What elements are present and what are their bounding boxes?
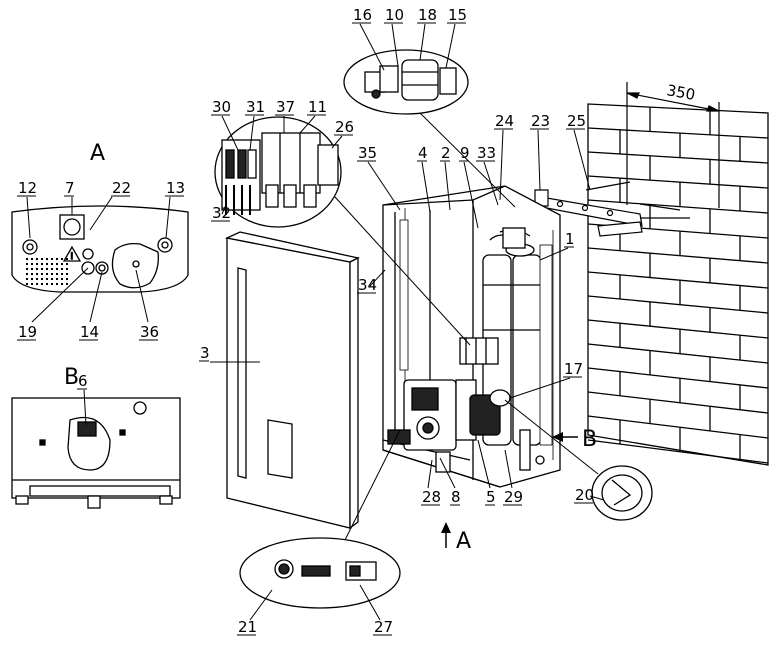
leader-n8 xyxy=(439,457,456,489)
leader-n30 xyxy=(221,115,239,151)
leader-n13 xyxy=(165,196,171,239)
view-b-title: B xyxy=(64,365,79,390)
callout-n29: 29 xyxy=(504,488,523,506)
callout-n4: 4 xyxy=(418,144,428,162)
callout-n16: 16 xyxy=(353,6,372,24)
callout-n15: 15 xyxy=(448,6,467,24)
leader-n18 xyxy=(419,23,426,61)
callout-n10: 10 xyxy=(385,6,404,24)
callout-n9: 9 xyxy=(460,144,470,162)
callout-n26: 26 xyxy=(335,118,354,136)
callout-n25: 25 xyxy=(567,112,586,130)
leader-n29 xyxy=(504,449,513,489)
dimension-350 xyxy=(626,82,720,208)
leader-n1 xyxy=(539,247,569,261)
callout-n1: 1 xyxy=(565,230,575,248)
leader-n6 xyxy=(83,389,87,426)
leader-n31 xyxy=(249,115,255,151)
callout-n18: 18 xyxy=(418,6,437,24)
callout-n14: 14 xyxy=(80,323,99,341)
callout-n11: 11 xyxy=(308,98,327,116)
callout-n37: 37 xyxy=(276,98,295,116)
callout-n33: 33 xyxy=(477,144,496,162)
callout-n21: 21 xyxy=(238,618,257,636)
view-a-bottom-panel: ! xyxy=(11,205,189,293)
callout-n19: 19 xyxy=(18,323,37,341)
leader-n34 xyxy=(369,269,386,287)
leader-n20 xyxy=(589,495,605,501)
callout-n8: 8 xyxy=(451,488,461,506)
leader-n32 xyxy=(221,204,227,215)
leader-n12 xyxy=(26,196,31,239)
leader-n22 xyxy=(89,196,113,231)
callout-n2: 2 xyxy=(441,144,451,162)
leader-n16 xyxy=(359,23,385,71)
callout-n17: 17 xyxy=(564,360,583,378)
leader-n4 xyxy=(421,161,431,213)
arrow-b-label: B xyxy=(582,427,597,452)
brick-wall xyxy=(587,103,769,466)
callout-n3: 3 xyxy=(200,344,210,362)
leader-n36 xyxy=(135,269,149,323)
leader-n10 xyxy=(391,23,399,67)
callout-n5: 5 xyxy=(486,488,496,506)
callout-n36: 36 xyxy=(140,323,159,341)
arrow-a-label: A xyxy=(456,529,471,554)
view-a-title: A xyxy=(90,141,105,166)
view-b-bottom-view xyxy=(11,397,181,509)
callout-n7: 7 xyxy=(65,179,75,197)
leader-n11 xyxy=(299,115,316,134)
callout-n34: 34 xyxy=(358,276,377,294)
callout-n23: 23 xyxy=(531,112,550,130)
callout-n35: 35 xyxy=(358,144,377,162)
arrow-a xyxy=(441,522,451,548)
leader-n21 xyxy=(249,589,273,621)
leader-n28 xyxy=(427,459,433,489)
leader-n15 xyxy=(445,23,456,69)
callout-n31: 31 xyxy=(246,98,265,116)
callout-n6: 6 xyxy=(78,372,88,390)
leader-n25 xyxy=(573,129,591,191)
leader-n26 xyxy=(331,135,343,149)
leader-n9 xyxy=(463,161,479,229)
detail-round-plug xyxy=(504,399,653,521)
detail-top-heater-connections xyxy=(343,49,516,208)
svg-text:!: ! xyxy=(70,252,74,262)
leader-n33 xyxy=(483,161,499,206)
callout-n32: 32 xyxy=(212,204,231,222)
leader-n2 xyxy=(444,161,451,211)
callout-n13: 13 xyxy=(166,179,185,197)
leader-n14 xyxy=(89,271,103,323)
leader-n27 xyxy=(359,584,381,621)
leader-n24 xyxy=(499,129,504,201)
main-housing xyxy=(382,185,561,488)
leader-n5 xyxy=(477,439,491,489)
callout-n22: 22 xyxy=(112,179,131,197)
callout-n28: 28 xyxy=(422,488,441,506)
dimension-label: 350 xyxy=(665,81,696,104)
leader-n19 xyxy=(31,267,89,323)
detail-bottom-switch xyxy=(239,429,401,609)
callout-n24: 24 xyxy=(495,112,514,130)
arrow-b xyxy=(552,432,578,442)
leader-n17 xyxy=(509,377,571,399)
leader-n35 xyxy=(367,161,401,211)
leader-n23 xyxy=(537,129,541,191)
callout-n27: 27 xyxy=(374,618,393,636)
callout-n20: 20 xyxy=(575,486,594,504)
front-cover xyxy=(224,231,360,530)
callout-n30: 30 xyxy=(212,98,231,116)
callout-n12: 12 xyxy=(18,179,37,197)
leader-lines xyxy=(26,23,605,621)
detail-electrical-terminals xyxy=(214,116,471,346)
